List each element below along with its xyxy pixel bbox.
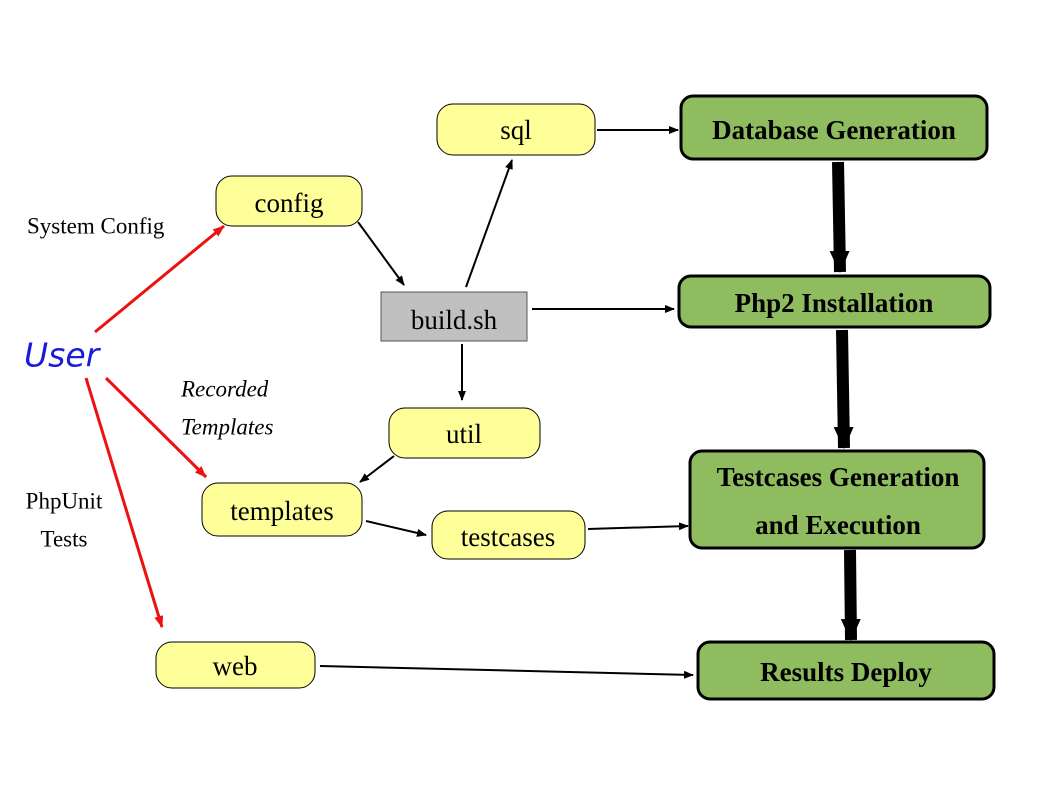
arrow-config-to-build [357,221,405,286]
label-phpunit-line2: Tests [41,527,88,552]
stage-testcases-generation-line2: and Execution [755,510,921,540]
node-build-sh-label: build.sh [411,305,498,335]
user-label: User [24,336,102,375]
label-recorded-line2: Templates [181,415,273,440]
arrow-php2-to-testgen [833,329,854,449]
arrow-testcases-to-testgen [587,522,689,531]
node-sql: sql [436,103,596,156]
node-templates-label: templates [230,496,333,526]
stage-database-generation: Database Generation [679,94,989,161]
arrow-user-to-web [84,377,164,628]
stage-database-generation-label: Database Generation [712,115,956,145]
node-web-label: web [213,651,258,681]
label-phpunit-line1: PhpUnit [26,489,103,514]
node-testcases-label: testcases [461,522,555,552]
arrow-dbgen-to-php2 [829,161,850,273]
arrow-util-to-templates [359,455,395,483]
arrow-user-to-templates [104,376,208,479]
arrow-templates-to-testcases [365,520,427,537]
node-sql-label: sql [500,115,532,145]
arrow-web-to-deploy [319,665,694,679]
node-web: web [155,641,316,689]
node-util: util [388,407,541,459]
node-build-sh: build.sh [380,291,528,342]
label-system-config: System Config [27,214,165,239]
node-config: config [215,175,363,227]
stage-php2-installation-label: Php2 Installation [735,288,934,318]
arrow-build-to-sql [465,159,513,288]
node-util-label: util [446,419,482,449]
arrow-testgen-to-deploy [840,549,861,641]
stage-testcases-generation-line1: Testcases Generation [717,462,960,492]
stage-results-deploy: Results Deploy [696,640,996,701]
node-config-label: config [255,188,324,218]
node-testcases: testcases [431,510,586,560]
arrow-user-to-config [94,224,225,334]
stage-php2-installation: Php2 Installation [677,274,992,329]
stage-results-deploy-label: Results Deploy [760,657,932,687]
node-templates: templates [201,482,363,537]
label-recorded-line1: Recorded [180,377,269,402]
stage-testcases-generation: Testcases Generation and Execution [688,449,986,550]
